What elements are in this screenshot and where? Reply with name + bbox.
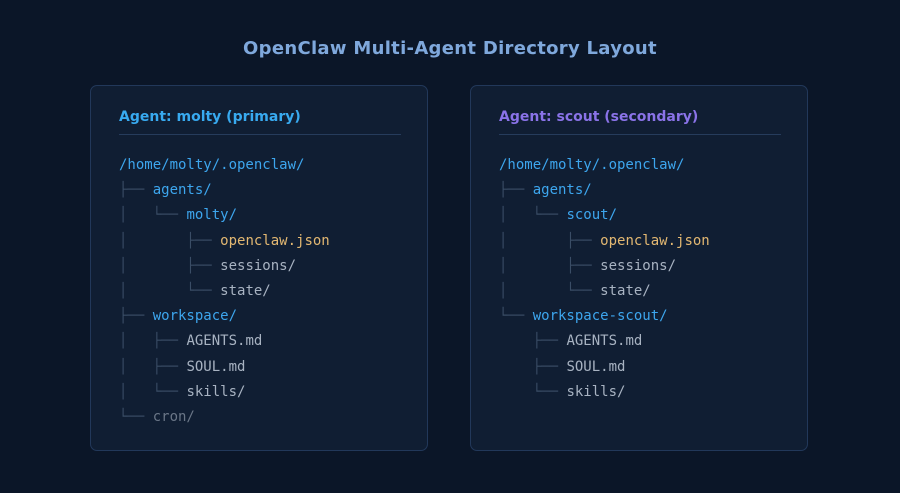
- divider: [499, 134, 781, 135]
- tree-row: │ ├── sessions/: [499, 254, 710, 279]
- tree-guide: │ ├──: [119, 232, 221, 249]
- config-file-name: openclaw.json: [220, 232, 330, 249]
- file-name: AGENTS.md: [566, 333, 643, 350]
- tree-guide: │ ├──: [119, 257, 221, 274]
- tree-guide: ├──: [499, 333, 567, 350]
- file-name: state/: [600, 282, 651, 299]
- file-name: cron/: [152, 408, 195, 425]
- tree-row: │ └── state/: [499, 279, 710, 304]
- tree-guide: │ ├──: [119, 333, 187, 350]
- panel-primary-agent: Agent: molty (primary) /home/molty/.open…: [90, 85, 428, 451]
- tree-guide: │ ├──: [499, 257, 601, 274]
- page-title: OpenClaw Multi-Agent Directory Layout: [243, 38, 657, 59]
- tree-row: /home/molty/.openclaw/: [499, 153, 710, 178]
- tree-row: └── cron/: [119, 405, 330, 430]
- tree-row: ├── agents/: [119, 178, 330, 203]
- file-name: AGENTS.md: [186, 333, 263, 350]
- directory-name: agents/: [152, 182, 212, 199]
- file-name: sessions/: [600, 257, 677, 274]
- file-name: skills/: [186, 383, 246, 400]
- file-name: sessions/: [220, 257, 297, 274]
- tree-guide: ├──: [119, 308, 153, 325]
- directory-name: workspace-scout/: [532, 308, 668, 325]
- tree-guide: ├──: [119, 182, 153, 199]
- tree-guide: │ └──: [119, 207, 187, 224]
- tree-guide: │ └──: [119, 282, 221, 299]
- tree-row: │ ├── openclaw.json: [499, 229, 710, 254]
- tree-guide: ├──: [499, 182, 533, 199]
- tree-row: │ └── state/: [119, 279, 330, 304]
- tree-row: ├── AGENTS.md: [499, 329, 710, 354]
- directory-name: agents/: [532, 182, 592, 199]
- tree-row: │ └── molty/: [119, 203, 330, 228]
- tree-row: ├── workspace/: [119, 304, 330, 329]
- tree-row: └── skills/: [499, 380, 710, 405]
- tree-row: ├── agents/: [499, 178, 710, 203]
- tree-guide: │ └──: [119, 383, 187, 400]
- panel-secondary-agent: Agent: scout (secondary) /home/molty/.op…: [470, 85, 808, 451]
- file-name: SOUL.md: [566, 358, 626, 375]
- tree-guide: └──: [499, 383, 567, 400]
- file-name: skills/: [566, 383, 626, 400]
- config-file-name: openclaw.json: [600, 232, 710, 249]
- directory-name: scout/: [566, 207, 618, 224]
- tree-row: │ ├── openclaw.json: [119, 229, 330, 254]
- directory-tree: /home/molty/.openclaw/├── agents/│ └── s…: [499, 153, 710, 405]
- tree-guide: │ └──: [499, 282, 601, 299]
- tree-row: │ └── scout/: [499, 203, 710, 228]
- directory-name: molty/: [186, 207, 238, 224]
- tree-row: │ ├── AGENTS.md: [119, 329, 330, 354]
- directory-name: workspace/: [152, 308, 238, 325]
- tree-guide: ├──: [499, 358, 567, 375]
- tree-guide: └──: [119, 408, 153, 425]
- file-name: SOUL.md: [186, 358, 246, 375]
- panel-heading: Agent: scout (secondary): [499, 109, 699, 125]
- directory-name: /home/molty/.openclaw/: [119, 157, 305, 173]
- tree-row: /home/molty/.openclaw/: [119, 153, 330, 178]
- tree-guide: │ ├──: [119, 358, 187, 375]
- divider: [119, 134, 401, 135]
- tree-row: ├── SOUL.md: [499, 355, 710, 380]
- tree-guide: │ └──: [499, 207, 567, 224]
- tree-guide: │ ├──: [499, 232, 601, 249]
- tree-row: │ ├── SOUL.md: [119, 355, 330, 380]
- directory-tree: /home/molty/.openclaw/├── agents/│ └── m…: [119, 153, 330, 430]
- file-name: state/: [220, 282, 271, 299]
- tree-row: │ └── skills/: [119, 380, 330, 405]
- tree-row: │ ├── sessions/: [119, 254, 330, 279]
- tree-guide: └──: [499, 308, 533, 325]
- tree-row: └── workspace-scout/: [499, 304, 710, 329]
- panel-heading: Agent: molty (primary): [119, 109, 301, 125]
- directory-name: /home/molty/.openclaw/: [499, 157, 685, 173]
